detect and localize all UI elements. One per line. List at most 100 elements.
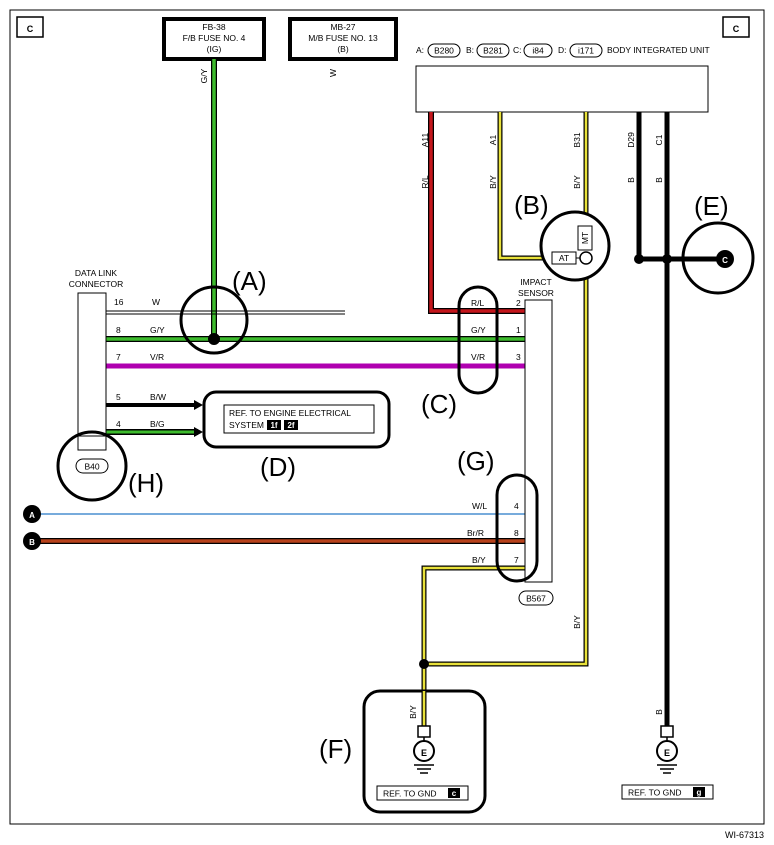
fuse-fb-line1: FB-38 bbox=[202, 22, 225, 32]
wire-w-16 bbox=[106, 310, 345, 315]
off-page-a-label: A bbox=[29, 511, 35, 520]
engine-ref-line1: REF. TO ENGINE ELECTRICAL bbox=[229, 408, 351, 418]
body-integrated-unit-box bbox=[415, 65, 709, 113]
sensor-color-4: W/L bbox=[472, 501, 487, 511]
dlc-pin-7: 7 bbox=[116, 352, 121, 362]
off-page-c-label: C bbox=[722, 256, 728, 265]
engine-ref-tag2-bg bbox=[284, 420, 298, 430]
dlc-pin-5: 5 bbox=[116, 392, 121, 402]
ground-right-symbol-circle bbox=[656, 740, 678, 762]
dlc-color-16: W bbox=[152, 297, 160, 307]
data-link-connector-box bbox=[77, 292, 107, 451]
engine-ref-tag2: 2f bbox=[287, 421, 294, 430]
bcm-wire-color-c1: B bbox=[654, 177, 664, 183]
off-page-a[interactable] bbox=[23, 505, 41, 523]
dlc-pin-16: 16 bbox=[114, 297, 124, 307]
off-page-b[interactable] bbox=[23, 532, 41, 550]
ground-left-symbol: E bbox=[421, 748, 427, 758]
sensor-pin-1: 1 bbox=[516, 325, 521, 335]
sensor-pin-3: 3 bbox=[516, 352, 521, 362]
wire-by-b31 bbox=[424, 112, 589, 667]
wire-color-trunk: B/Y bbox=[572, 615, 582, 629]
bcm-conn-a: B280 bbox=[434, 46, 454, 56]
ground-left-terminal bbox=[417, 725, 431, 738]
dlc-pin-8: 8 bbox=[116, 325, 121, 335]
off-page-c[interactable] bbox=[716, 250, 734, 268]
bcm-title: BODY INTEGRATED UNIT bbox=[607, 45, 710, 55]
callout-g: (G) bbox=[457, 446, 495, 476]
sensor-color-8: Br/R bbox=[467, 528, 484, 538]
bcm-conn-b-prefix: B: bbox=[466, 45, 474, 55]
bcm-conn-d-prefix: D: bbox=[558, 45, 567, 55]
dlc-title-line2: CONNECTOR bbox=[69, 279, 124, 289]
engine-ref-box[interactable] bbox=[223, 404, 375, 434]
engine-ref-tag1: 1f bbox=[270, 421, 277, 430]
engine-ref-line2: SYSTEM bbox=[229, 420, 264, 430]
corner-tag-left bbox=[16, 16, 44, 38]
ground-left-wire-color: B/Y bbox=[408, 705, 418, 719]
engine-ref-tag1-bg bbox=[267, 420, 281, 430]
dlc-connector-oval bbox=[75, 458, 109, 474]
callout-capsule-g bbox=[495, 473, 539, 583]
bcm-conn-a-prefix: A: bbox=[416, 45, 424, 55]
ground-right-symbol: E bbox=[664, 748, 670, 758]
dlc-color-8: G/Y bbox=[150, 325, 165, 335]
bcm-conn-a-oval bbox=[427, 43, 461, 58]
wire-rl bbox=[428, 112, 525, 314]
fuse-mb-box bbox=[288, 17, 398, 61]
dlc-connector-id: B40 bbox=[84, 462, 99, 472]
callout-h: (H) bbox=[128, 468, 164, 498]
sensor-color-7: B/Y bbox=[472, 555, 486, 565]
off-page-b-label: B bbox=[29, 538, 35, 547]
fuse-fb-line3: (IG) bbox=[207, 44, 222, 54]
sensor-pin-7: 7 bbox=[514, 555, 519, 565]
switch-mt-label: MT bbox=[580, 232, 590, 244]
wire-by-7 bbox=[421, 565, 525, 726]
sensor-pin-8: 8 bbox=[514, 528, 519, 538]
dlc-color-4: B/G bbox=[150, 419, 165, 429]
dlc-pin-4: 4 bbox=[116, 419, 121, 429]
dlc-title-line1: DATA LINK bbox=[75, 268, 118, 278]
ground-left-ref-tag: c bbox=[452, 789, 457, 798]
splice-e-right bbox=[662, 254, 672, 264]
bcm-pin-b31: B31 bbox=[572, 132, 582, 147]
fuse-mb-line3: (B) bbox=[337, 44, 349, 54]
wire-bw bbox=[106, 400, 203, 410]
ground-right-ref-tag-bg bbox=[693, 787, 705, 797]
ground-right-ref-box[interactable] bbox=[621, 784, 714, 800]
wire-by-a1 bbox=[497, 112, 555, 261]
ground-left-ref-box[interactable] bbox=[376, 785, 469, 801]
figure-id: WI-67313 bbox=[725, 830, 764, 840]
bcm-wire-color-b31: B/Y bbox=[572, 175, 582, 189]
sensor-pin-4: 4 bbox=[514, 501, 519, 511]
dlc-color-7: V/R bbox=[150, 352, 164, 362]
bcm-pin-d29: D29 bbox=[626, 132, 636, 148]
dlc-color-5: B/W bbox=[150, 392, 166, 402]
switch-at-label: AT bbox=[559, 253, 569, 263]
corner-tag-right bbox=[722, 16, 750, 38]
callout-b: (B) bbox=[514, 190, 549, 220]
ground-right-ref-text: REF. TO GND bbox=[628, 788, 682, 798]
bcm-pin-a11: A11 bbox=[420, 132, 430, 147]
splice-ground-left bbox=[419, 659, 429, 669]
ground-right-wire-color: B bbox=[654, 709, 664, 715]
switch-contact bbox=[579, 251, 593, 265]
diagram-frame bbox=[9, 9, 765, 825]
splice-e-left bbox=[634, 254, 644, 264]
callout-d: (D) bbox=[260, 452, 296, 482]
corner-tag-left-label: C bbox=[27, 24, 34, 34]
callout-circle-a bbox=[179, 285, 249, 355]
ground-right-terminal bbox=[660, 725, 674, 738]
callout-a: (A) bbox=[232, 266, 267, 296]
callout-capsule-c bbox=[457, 285, 499, 395]
fuse-mb-line2: M/B FUSE NO. 13 bbox=[308, 33, 378, 43]
fuse-fb-box bbox=[162, 17, 266, 61]
ground-left-ref-text: REF. TO GND bbox=[383, 789, 437, 799]
fuse-mb-line1: MB-27 bbox=[330, 22, 355, 32]
bcm-conn-d: i171 bbox=[578, 46, 594, 56]
bcm-conn-b: B281 bbox=[483, 46, 503, 56]
sensor-connector-oval bbox=[518, 590, 554, 606]
bcm-conn-c: i84 bbox=[532, 46, 544, 56]
sensor-color-3: V/R bbox=[471, 352, 485, 362]
